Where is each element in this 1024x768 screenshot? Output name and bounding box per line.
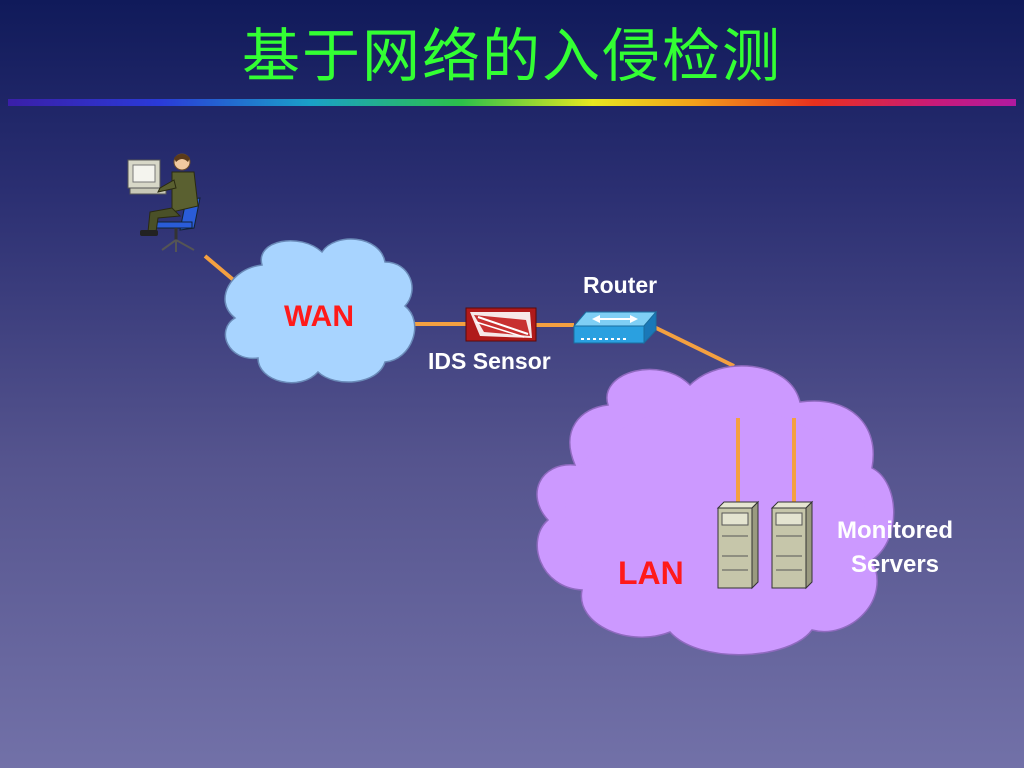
monitored-servers-label: Monitored Servers [820,514,970,582]
link-router-lan [649,323,735,368]
server-icon [716,500,760,590]
slide-title: 基于网络的入侵检测 [241,22,782,90]
ids-sensor-icon [465,307,537,342]
router-icon [572,310,658,345]
person-at-computer-icon [127,153,201,252]
router-label: Router [583,272,658,298]
server-icon [770,500,814,590]
ids-sensor-label: IDS Sensor [428,348,551,374]
monitored-servers-label-line1: Monitored [837,517,953,544]
rainbow-divider [8,99,1016,106]
monitored-servers-label-line2: Servers [850,551,940,578]
wan-label: WAN [284,300,354,333]
lan-label: LAN [618,555,684,591]
